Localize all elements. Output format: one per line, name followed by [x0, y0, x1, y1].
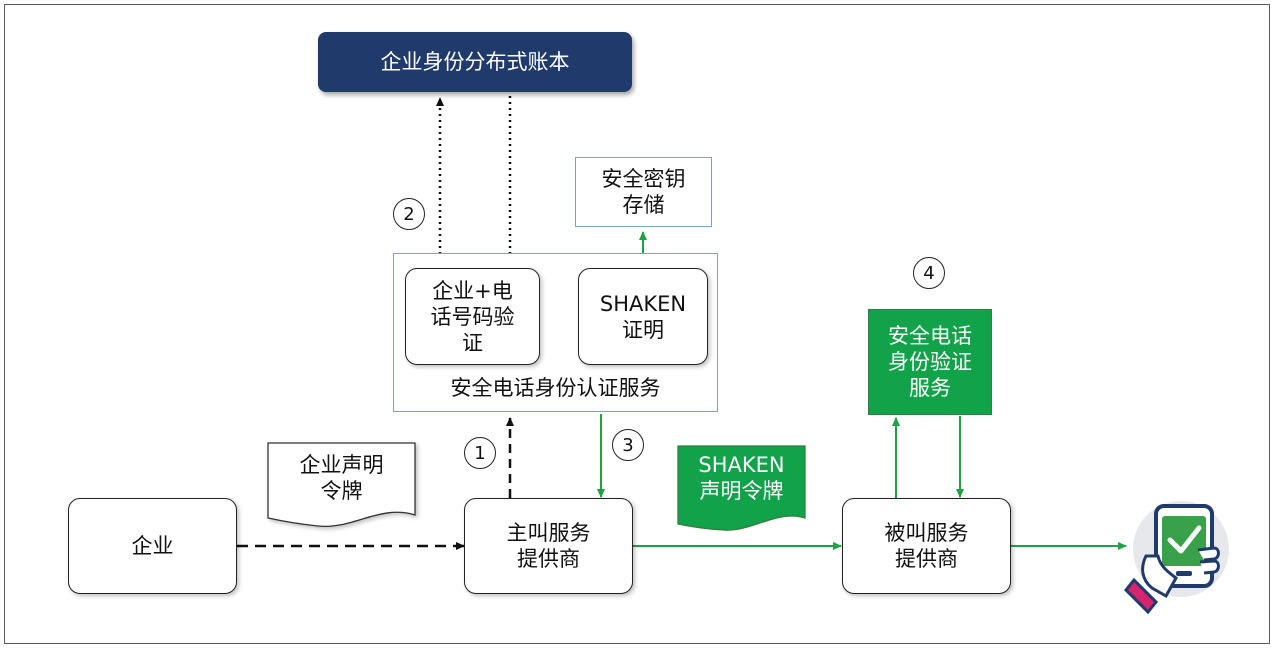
step-2-marker: 2 [393, 198, 425, 230]
ledger-node: 企业身份分布式账本 [318, 32, 632, 92]
verification-service-label: 安全电话 身份验证 服务 [888, 324, 972, 400]
shaken-token-shape [677, 445, 806, 531]
terminating-provider-label: 被叫服务 提供商 [884, 521, 969, 571]
enterprise-token-label: 企业声明 令牌 [299, 453, 384, 503]
step-1-marker: 1 [464, 437, 496, 469]
shaken-attestation-node: SHAKEN 证明 [578, 268, 708, 365]
keystore-label: 安全密钥 存储 [601, 167, 686, 217]
enterprise-number-verify-node: 企业+电 话号码验 证 [405, 268, 540, 365]
verify-label: 企业+电 话号码验 证 [430, 278, 515, 355]
enterprise-token-shape [267, 442, 416, 528]
shaken-token-label: SHAKEN 声明令牌 [698, 453, 785, 503]
terminating-provider-node: 被叫服务 提供商 [842, 498, 1011, 594]
diagram-frame [4, 4, 1270, 644]
step-4-marker: 4 [913, 257, 945, 289]
verification-service-node: 安全电话 身份验证 服务 [868, 309, 992, 415]
ledger-label: 企业身份分布式账本 [380, 50, 570, 74]
keystore-node: 安全密钥 存储 [575, 157, 712, 227]
auth-service-caption: 安全电话身份认证服务 [450, 376, 661, 400]
phone-check-icon [1123, 501, 1229, 615]
originating-provider-label: 主叫服务 提供商 [506, 521, 591, 571]
enterprise-label: 企业 [131, 534, 174, 558]
enterprise-node: 企业 [68, 498, 237, 594]
step-3-marker: 3 [612, 429, 644, 461]
shaken-attestation-label: SHAKEN 证明 [599, 291, 687, 342]
originating-provider-node: 主叫服务 提供商 [464, 498, 633, 594]
